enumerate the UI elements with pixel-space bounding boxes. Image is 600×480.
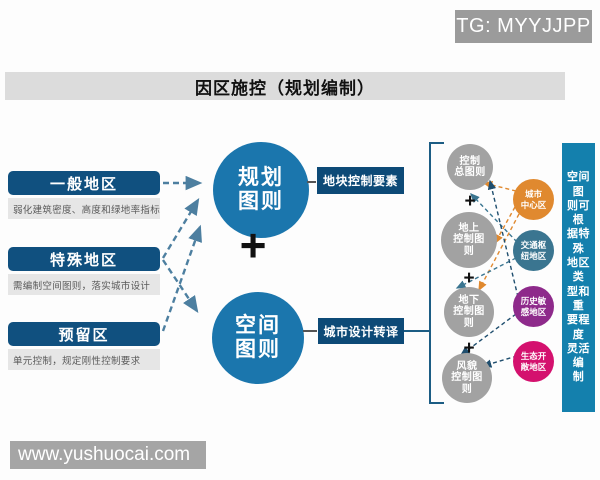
sidebar-note: 空间图 则可根 据特殊 地区类 型和重 要程度 灵活编 制: [562, 143, 595, 412]
zone-bar-reserved: 预留区: [8, 322, 160, 346]
layer-circle-style: 风貌 控制图 则: [442, 353, 492, 403]
urban-design-tag: 城市设计转译: [318, 318, 404, 344]
layer-circle-master: 控制 总图则: [447, 144, 493, 190]
arrow-special-to-space: [162, 259, 199, 313]
zone-note-general: 弱化建筑密度、高度和绿地率指标: [8, 198, 160, 219]
plan-rules-circle: 规划 图则: [213, 142, 309, 238]
main-plus-sign: +: [239, 219, 267, 271]
arrow-center-to-master: [482, 180, 517, 192]
arrow-special-to-plan: [161, 197, 200, 259]
area-circle-ecologic: 生态开 敞地区: [513, 341, 554, 382]
layer-bracket: [429, 142, 444, 404]
layer-plus-2: +: [463, 267, 475, 289]
area-circle-transport-hub: 交通枢 纽地区: [513, 230, 554, 271]
zone-note-special: 需编制空间图则，落实城市设计: [8, 274, 160, 295]
layer-plus-1: +: [464, 190, 476, 212]
plot-control-tag: 地块控制要素: [317, 167, 404, 194]
arrow-reserved-to-plan: [161, 224, 202, 332]
layer-plus-3: +: [463, 337, 475, 359]
zone-bar-general: 一般地区: [8, 171, 160, 195]
zone-bar-special: 特殊地区: [8, 247, 160, 271]
area-circle-historic: 历史敏 感地区: [513, 286, 554, 327]
area-circle-city-center: 城市 中心区: [513, 179, 554, 220]
site-watermark: www.yushuocai.com: [10, 441, 206, 469]
layer-circle-aboveground: 地上 控制图 则: [441, 212, 497, 268]
arrow-center-to-aboveground: [494, 206, 516, 245]
diagram-title: 因区施控（规划编制）: [5, 72, 565, 100]
space-rules-circle: 空间 图则: [212, 292, 304, 384]
zone-note-reserved: 单元控制，规定刚性控制要求: [8, 349, 160, 370]
tg-watermark: TG: MYYJJPP: [455, 10, 592, 43]
layer-circle-underground: 地下 控制图 则: [444, 287, 494, 337]
